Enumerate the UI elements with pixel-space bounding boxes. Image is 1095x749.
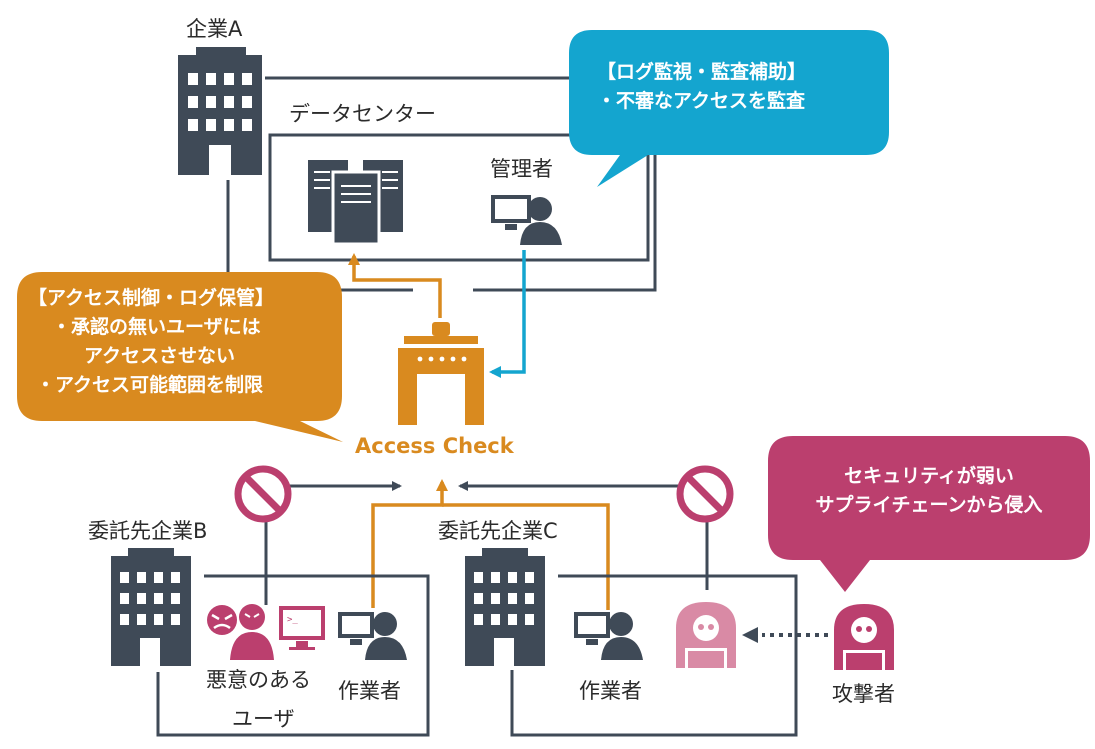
admin-computer-icon xyxy=(491,195,562,245)
datacenter-box xyxy=(268,133,650,262)
attacker-label: 攻撃者 xyxy=(832,682,895,706)
callout-line: ・不審なアクセスを監査 xyxy=(597,90,806,112)
access-control-callout: 【アクセス制御・ログ保管】 ・承認の無いユーザには アクセスさせない ・アクセス… xyxy=(28,284,274,400)
worker-b-access-arrow xyxy=(371,479,448,608)
access-check-gate-icon xyxy=(398,322,484,425)
prohibited-icon xyxy=(234,465,292,523)
attacker-icon xyxy=(834,604,894,670)
malicious-user-label-line1: 悪意のある xyxy=(206,668,311,692)
log-monitoring-callout: 【ログ監視・監査補助】 ・不審なアクセスを監査 xyxy=(597,58,806,116)
building-icon xyxy=(178,47,262,175)
worker-b-label: 作業者 xyxy=(338,679,401,703)
worker-icon xyxy=(574,612,643,660)
malicious-computer-icon: >_ xyxy=(279,606,325,650)
callout-line: セキュリティが弱い xyxy=(844,465,1014,487)
worker-icon xyxy=(338,612,407,660)
company-a-label: 企業A xyxy=(186,17,243,41)
callout-line: 【ログ監視・監査補助】 xyxy=(597,61,807,83)
supply-chain-callout: セキュリティが弱い サプライチェーンから侵入 xyxy=(778,462,1080,520)
worker-c-label: 作業者 xyxy=(579,679,642,703)
intrusion-arrow xyxy=(742,627,828,643)
access-check-label: Access Check xyxy=(355,434,514,458)
callout-line: ・アクセス可能範囲を制限 xyxy=(36,374,264,396)
server-icon xyxy=(308,160,403,246)
callout-line: ・承認の無いユーザには xyxy=(52,316,261,338)
callout-line: 【アクセス制御・ログ保管】 xyxy=(28,287,275,309)
svg-text:>_: >_ xyxy=(287,615,298,625)
company-b-label: 委託先企業B xyxy=(88,519,208,543)
company-b-frame xyxy=(156,574,430,737)
malicious-user-label-line2: ユーザ xyxy=(232,707,295,731)
log-monitoring-callout-bg xyxy=(569,30,889,187)
company-c-frame xyxy=(510,574,798,737)
callout-line: アクセスさせない xyxy=(84,345,236,367)
prohibited-icon xyxy=(676,465,734,523)
malicious-user-icon xyxy=(230,604,274,660)
access-control-callout-bg xyxy=(17,272,343,442)
building-icon xyxy=(465,548,545,666)
datacenter-label: データセンター xyxy=(289,102,436,126)
access-arrow-to-server xyxy=(348,253,442,318)
angry-face-icon xyxy=(207,605,237,635)
admin-label: 管理者 xyxy=(490,157,553,181)
supply-chain-callout-bg xyxy=(768,436,1090,592)
admin-monitor-arrow xyxy=(489,250,526,378)
building-icon xyxy=(111,548,191,666)
callout-line: サプライチェーンから侵入 xyxy=(815,494,1043,516)
company-c-label: 委託先企業C xyxy=(438,519,558,543)
hacker-icon xyxy=(676,602,736,668)
